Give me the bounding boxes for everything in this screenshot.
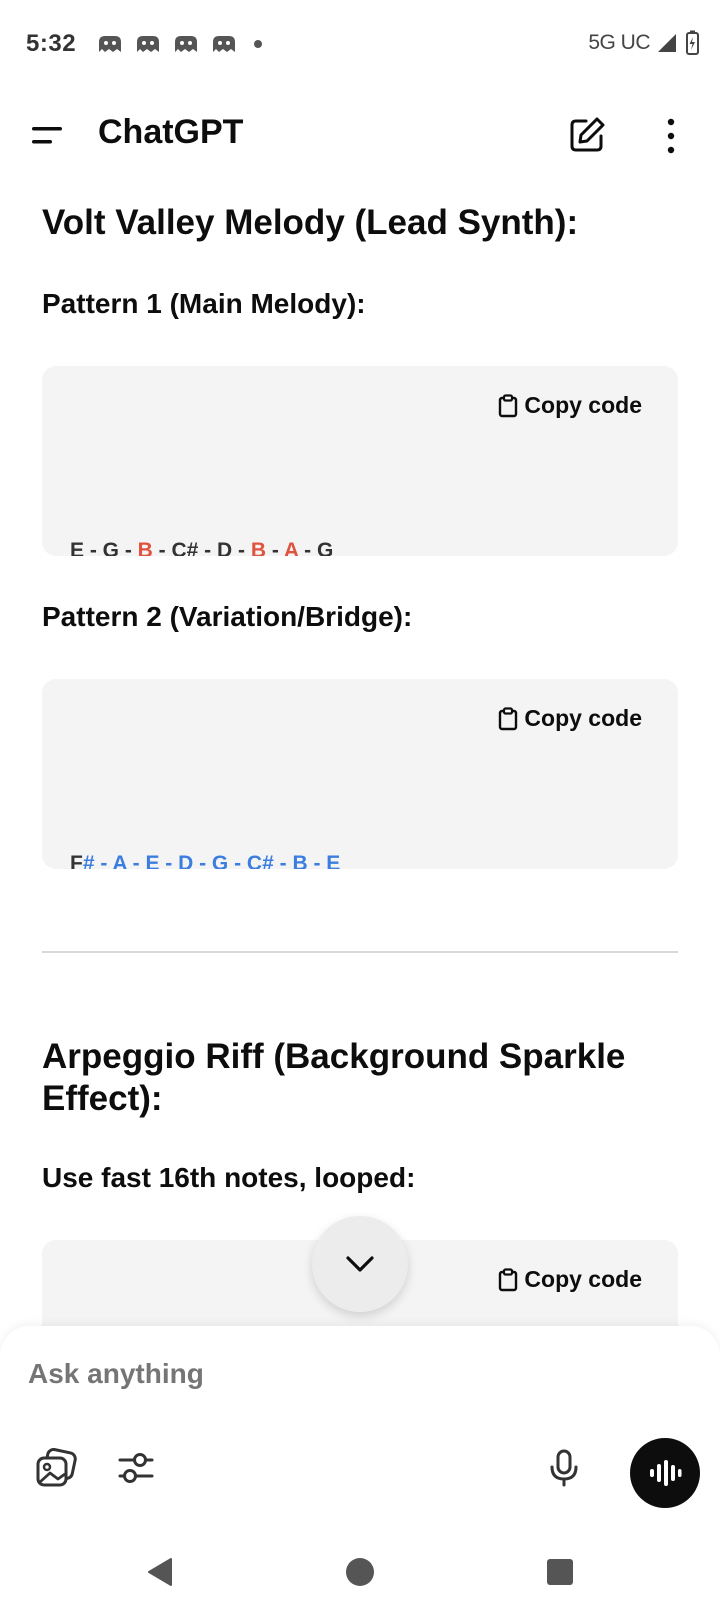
code-token: - G	[298, 539, 334, 556]
home-circle-icon	[346, 1558, 374, 1586]
arpeggio-intro: Use fast 16th notes, looped:	[42, 1162, 416, 1193]
network-type: 5G UC	[588, 31, 650, 54]
status-bar: 5:32 5G UC	[0, 0, 720, 92]
system-navigation-bar	[0, 1530, 720, 1612]
copy-code-label: Copy code	[524, 705, 642, 731]
app-title: ChatGPT	[98, 113, 244, 151]
tools-button[interactable]	[112, 1444, 160, 1492]
code-token: A	[283, 539, 299, 556]
dictate-button[interactable]	[540, 1444, 588, 1492]
image-stack-icon	[36, 1448, 77, 1487]
code-token: F	[70, 852, 83, 869]
more-vertical-icon[interactable]	[654, 116, 688, 156]
code-token: # - A - E - D - G - C# - B - E	[82, 852, 341, 869]
copy-code-button[interactable]: Copy code	[498, 392, 642, 419]
status-right: 5G UC	[588, 30, 700, 56]
notification-app-icon	[137, 36, 159, 52]
code-block-pattern-1: Copy code E - G - B - C# - D - B - A - G…	[42, 366, 678, 556]
code-token: B	[250, 539, 267, 556]
battery-charging-icon	[686, 30, 699, 55]
notification-app-icon	[99, 36, 121, 52]
clipboard-icon	[499, 1267, 518, 1291]
notification-app-icon	[175, 36, 197, 52]
sliders-icon	[118, 1453, 154, 1483]
message-composer	[0, 1326, 720, 1530]
nav-recents-button[interactable]	[540, 1552, 580, 1592]
status-time: 5:32	[26, 30, 77, 57]
message-input[interactable]	[28, 1358, 588, 1390]
nav-home-button[interactable]	[340, 1552, 380, 1592]
edit-icon[interactable]	[566, 114, 608, 156]
code-line: E - G - B - C# - D - B - A - G	[70, 536, 454, 556]
more-notifications-dot	[254, 40, 262, 48]
microphone-icon	[550, 1449, 578, 1487]
copy-code-label: Copy code	[524, 1266, 642, 1292]
section-heading-melody: Volt Valley Melody (Lead Synth):	[42, 203, 579, 242]
pattern-1-title: Pattern 1 (Main Melody):	[42, 288, 366, 319]
copy-code-button[interactable]: Copy code	[498, 705, 642, 732]
recents-square-icon	[547, 1559, 573, 1585]
code-token: -	[266, 539, 284, 556]
back-triangle-icon	[148, 1558, 172, 1586]
voice-waveform-icon	[650, 1460, 682, 1486]
code-text: F# - A - E - D - G - C# - B - E (switch …	[70, 791, 518, 869]
copy-code-label: Copy code	[524, 392, 642, 418]
notification-app-icon	[213, 36, 235, 52]
code-line: F# - A - E - D - G - C# - B - E	[70, 849, 518, 869]
clipboard-icon	[499, 393, 518, 417]
code-token: - C# - D -	[152, 539, 251, 556]
clipboard-icon	[499, 706, 518, 730]
pattern-2-title: Pattern 2 (Variation/Bridge):	[42, 601, 413, 632]
code-block-pattern-2: Copy code F# - A - E - D - G - C# - B - …	[42, 679, 678, 869]
copy-code-button[interactable]: Copy code	[498, 1266, 642, 1293]
voice-mode-button[interactable]	[630, 1438, 700, 1508]
conversation-content[interactable]: Volt Valley Melody (Lead Synth): Pattern…	[0, 176, 720, 1326]
attach-image-button[interactable]	[32, 1444, 80, 1492]
signal-icon	[658, 34, 676, 52]
notification-icons	[96, 34, 262, 54]
section-divider	[42, 951, 678, 953]
code-token: B	[137, 539, 153, 556]
menu-icon[interactable]	[30, 118, 70, 154]
nav-back-button[interactable]	[140, 1552, 180, 1592]
chevron-down-icon	[346, 1256, 374, 1272]
code-token: E - G -	[70, 539, 138, 556]
app-bar: ChatGPT	[0, 96, 720, 176]
code-text: E - G - B - C# - D - B - A - G (repeat o…	[70, 478, 454, 556]
section-heading-arpeggio: Arpeggio Riff (Background Sparkle Effect…	[42, 1037, 626, 1118]
scroll-to-bottom-button[interactable]	[312, 1216, 408, 1312]
